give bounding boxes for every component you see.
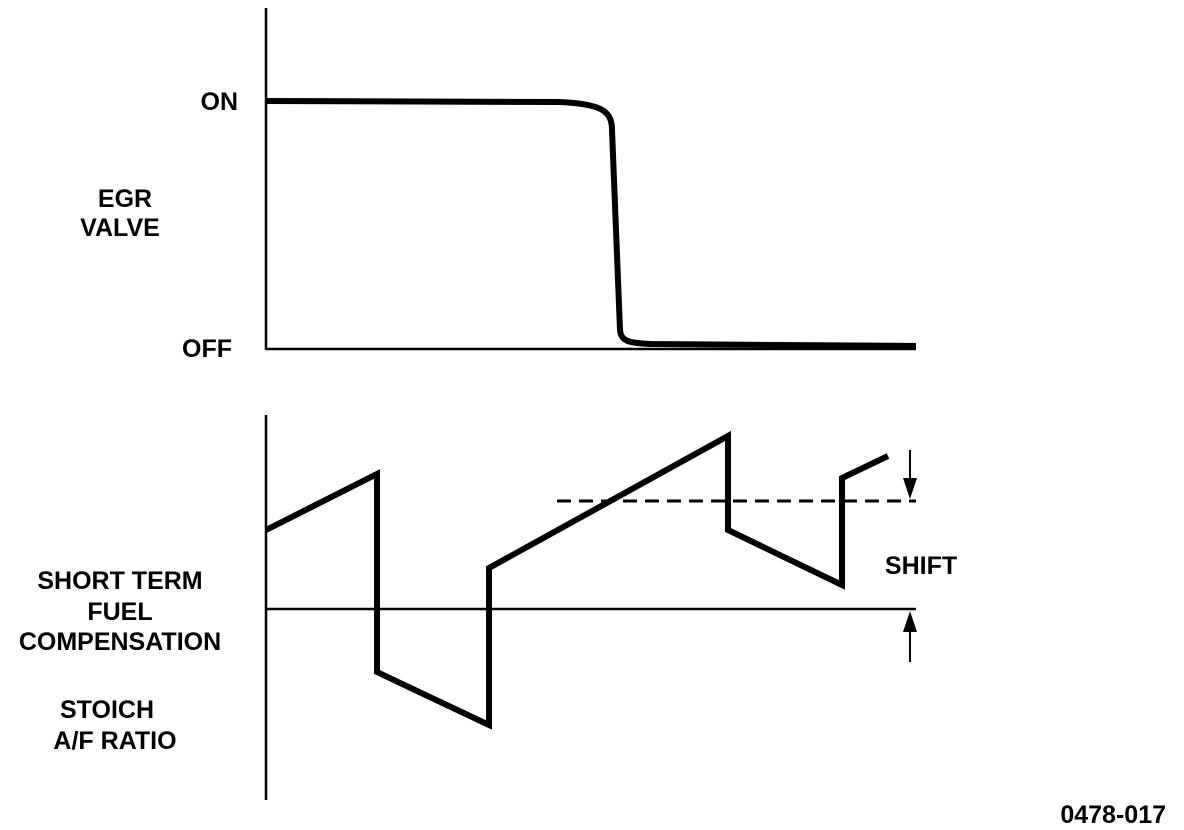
shift-label: SHIFT: [885, 552, 957, 580]
fuel-compensation-trace: [264, 430, 890, 730]
egr-on-label: ON: [201, 88, 239, 116]
shift-arrow-down: [903, 450, 917, 499]
egr-valve-label-line1: EGR: [98, 185, 152, 213]
egr-valve-trace: [265, 98, 917, 349]
stoich-label-line1: STOICH: [60, 696, 154, 724]
egr-valve-label-line2: VALVE: [80, 214, 160, 242]
figure-code: 0478-017: [1060, 801, 1166, 829]
egr-off-label: OFF: [182, 335, 232, 363]
fuel-label-line3: COMPENSATION: [19, 628, 221, 656]
fuel-label-line1: SHORT TERM: [37, 567, 202, 595]
stoich-label-line2: A/F RATIO: [53, 727, 176, 755]
fuel-label-line2: FUEL: [87, 598, 152, 626]
shift-arrow-up: [903, 611, 917, 662]
